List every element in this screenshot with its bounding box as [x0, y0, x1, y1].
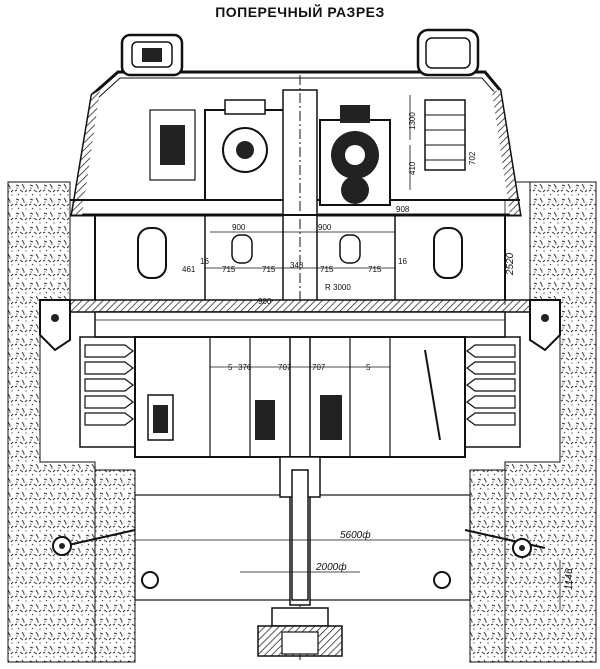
left-gun-mechanism: [149, 99, 286, 201]
dim-461: 461: [182, 265, 196, 274]
dim-715-b: 715: [262, 265, 276, 274]
dim-715-a: 715: [222, 265, 236, 274]
right-cupola: [416, 28, 480, 77]
dim-410: 410: [408, 161, 417, 175]
right-gun-mechanism: [319, 99, 466, 206]
left-bracket: [39, 299, 71, 352]
dim-16-b: 16: [398, 257, 407, 266]
left-shell-rack: [79, 336, 136, 448]
dim-707-b: 707: [312, 363, 326, 372]
dim-2520: 2520: [505, 252, 516, 276]
dim-5-a: 5: [228, 363, 233, 372]
right-bracket: [529, 299, 561, 352]
dim-707-a: 707: [278, 363, 292, 372]
dim-376: 376: [238, 363, 252, 372]
dim-2000: 2000ф: [315, 561, 347, 573]
dim-348: 348: [290, 261, 304, 270]
dim-16-a: 16: [200, 257, 209, 266]
left-cupola: [120, 33, 184, 77]
right-lower-arm: [433, 529, 546, 589]
dim-900-left: 900: [232, 223, 246, 232]
dim-1146: 1146: [564, 568, 575, 590]
dim-5-b: 5: [366, 363, 371, 372]
dimension-lines: [135, 95, 561, 610]
hoist-tube: [257, 456, 343, 657]
dim-1300: 1300: [408, 112, 417, 130]
dim-5600: 5600ф: [340, 529, 371, 541]
diagram-title: ПОПЕРЕЧНЫЙ РАЗРЕЗ: [215, 4, 385, 20]
dim-715-c: 715: [320, 265, 334, 274]
dim-702: 702: [468, 151, 477, 165]
dim-900-right: 900: [318, 223, 332, 232]
roller-race: [39, 299, 561, 338]
right-shell-rack: [464, 336, 521, 448]
dim-900-low-left: 900: [258, 297, 272, 306]
dim-r3000: R 3000: [325, 283, 351, 292]
ground-left: [7, 181, 96, 663]
lower-compartment: [134, 336, 466, 458]
dim-715-d: 715: [368, 265, 382, 274]
left-lower-arm: [52, 529, 159, 589]
dim-908: 908: [396, 205, 410, 214]
ground-right: [504, 181, 597, 663]
